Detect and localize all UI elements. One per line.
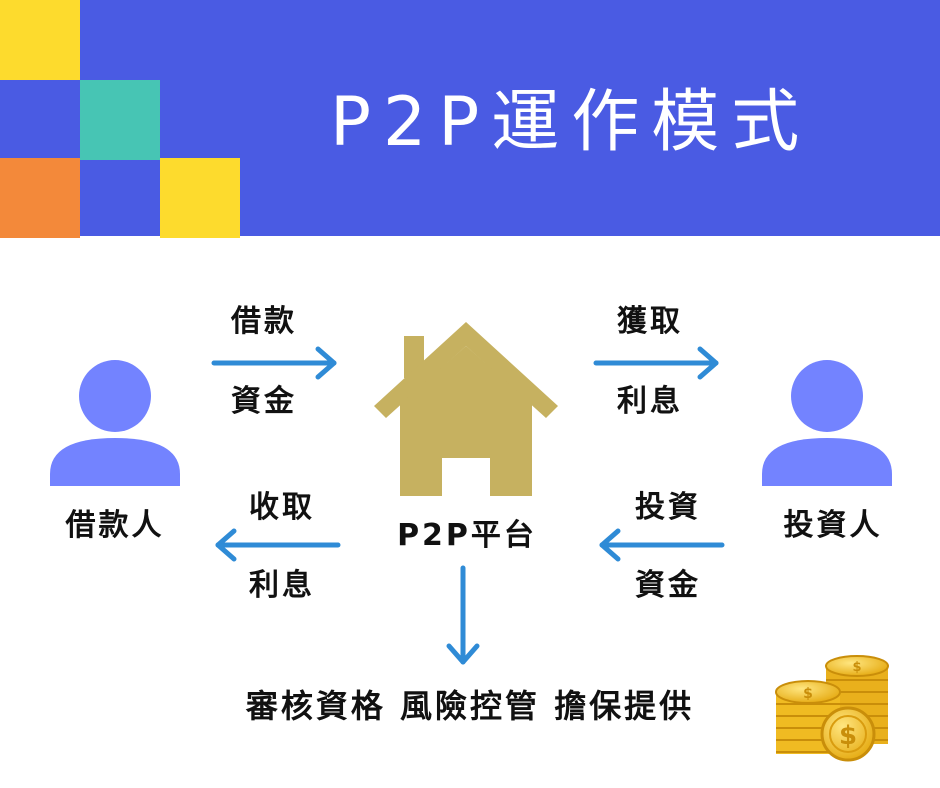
- person-head: [791, 360, 863, 432]
- edge-label-collect-top: 收取: [249, 490, 315, 525]
- arrow-down: [446, 565, 480, 665]
- node-label-platform: P2P平台: [397, 518, 537, 553]
- investor-person-icon: [762, 360, 892, 486]
- svg-text:$: $: [803, 686, 813, 702]
- coins-icon: $ $ $: [775, 655, 889, 762]
- edge-label-borrow-bottom: 資金: [231, 384, 297, 419]
- person-body: [50, 438, 180, 486]
- node-label-borrower: 借款人: [65, 508, 165, 543]
- edge-label-borrow-top: 借款: [231, 304, 297, 339]
- decor-square-teal: [80, 80, 160, 160]
- decor-square-yellow: [0, 0, 80, 80]
- edge-label-invest-top: 投資: [635, 490, 701, 525]
- arrow-borrow-right: [211, 346, 337, 380]
- house-roof: [374, 322, 558, 418]
- decor-square-orange: [0, 158, 80, 238]
- svg-text:$: $: [852, 660, 861, 675]
- edge-label-invest-bottom: 資金: [635, 568, 701, 603]
- decor-square-yellow-2: [160, 158, 240, 238]
- person-head: [79, 360, 151, 432]
- page-title: P2P運作模式: [330, 83, 812, 162]
- edge-label-collect-bottom: 利息: [249, 568, 315, 603]
- arrow-gain-right: [593, 346, 719, 380]
- arrow-invest-left: [599, 528, 725, 562]
- house-walls: [400, 346, 532, 496]
- house-icon: [374, 322, 558, 496]
- edge-label-gain-bottom: 利息: [617, 384, 683, 419]
- person-body: [762, 438, 892, 486]
- arrow-collect-left: [215, 528, 341, 562]
- edge-label-gain-top: 獲取: [617, 304, 683, 339]
- coin-standing: $: [820, 706, 876, 762]
- header-banner: P2P運作模式: [0, 0, 940, 238]
- svg-text:$: $: [839, 721, 857, 751]
- borrower-person-icon: [50, 360, 180, 486]
- services-text: 審核資格 風險控管 擔保提供: [245, 687, 695, 725]
- node-label-investor: 投資人: [783, 508, 883, 543]
